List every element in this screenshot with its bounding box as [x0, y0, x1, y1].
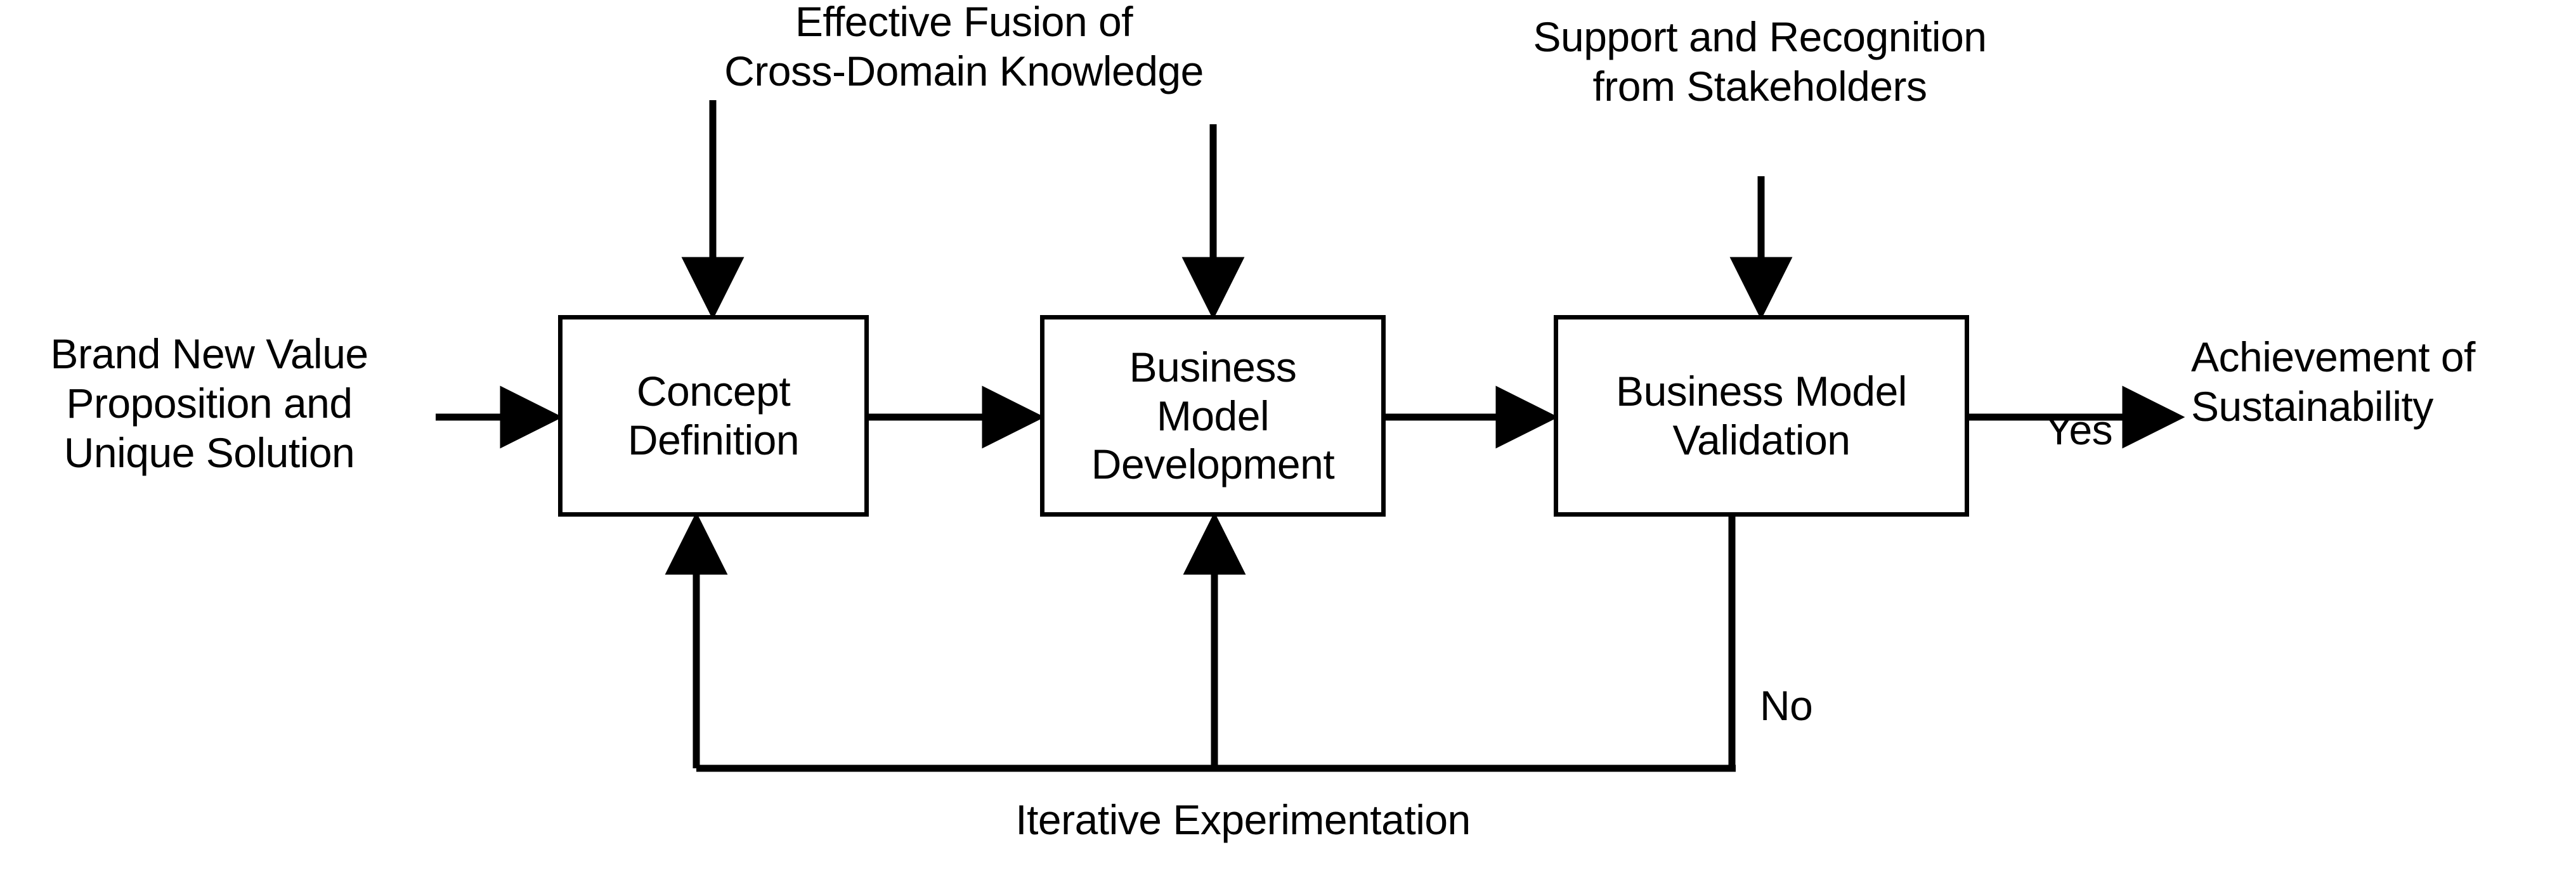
annotation-iterative-experimentation: Iterative Experimentation — [1015, 796, 1471, 843]
node-business-model-development[interactable]: Business Model Development — [1040, 315, 1386, 517]
annotation-stakeholder-support: Support and Recognition from Stakeholder… — [1533, 13, 1987, 110]
annotation-input-value-proposition: Brand New Value Proposition and Unique S… — [50, 330, 368, 476]
node-business-model-validation[interactable]: Business Model Validation — [1554, 315, 1969, 517]
edge-label-no: No — [1760, 682, 1813, 729]
node-business-model-development-label: Business Model Development — [1091, 344, 1335, 488]
node-business-model-validation-label: Business Model Validation — [1616, 368, 1907, 463]
annotation-cross-domain-knowledge: Effective Fusion of Cross-Domain Knowled… — [724, 0, 1204, 94]
node-concept-definition-label: Concept Definition — [627, 368, 800, 463]
node-concept-definition[interactable]: Concept Definition — [558, 315, 869, 517]
annotation-achievement-of-sustainability: Achievement of Sustainability — [2191, 333, 2475, 430]
edge-label-yes: Yes — [2045, 406, 2113, 453]
